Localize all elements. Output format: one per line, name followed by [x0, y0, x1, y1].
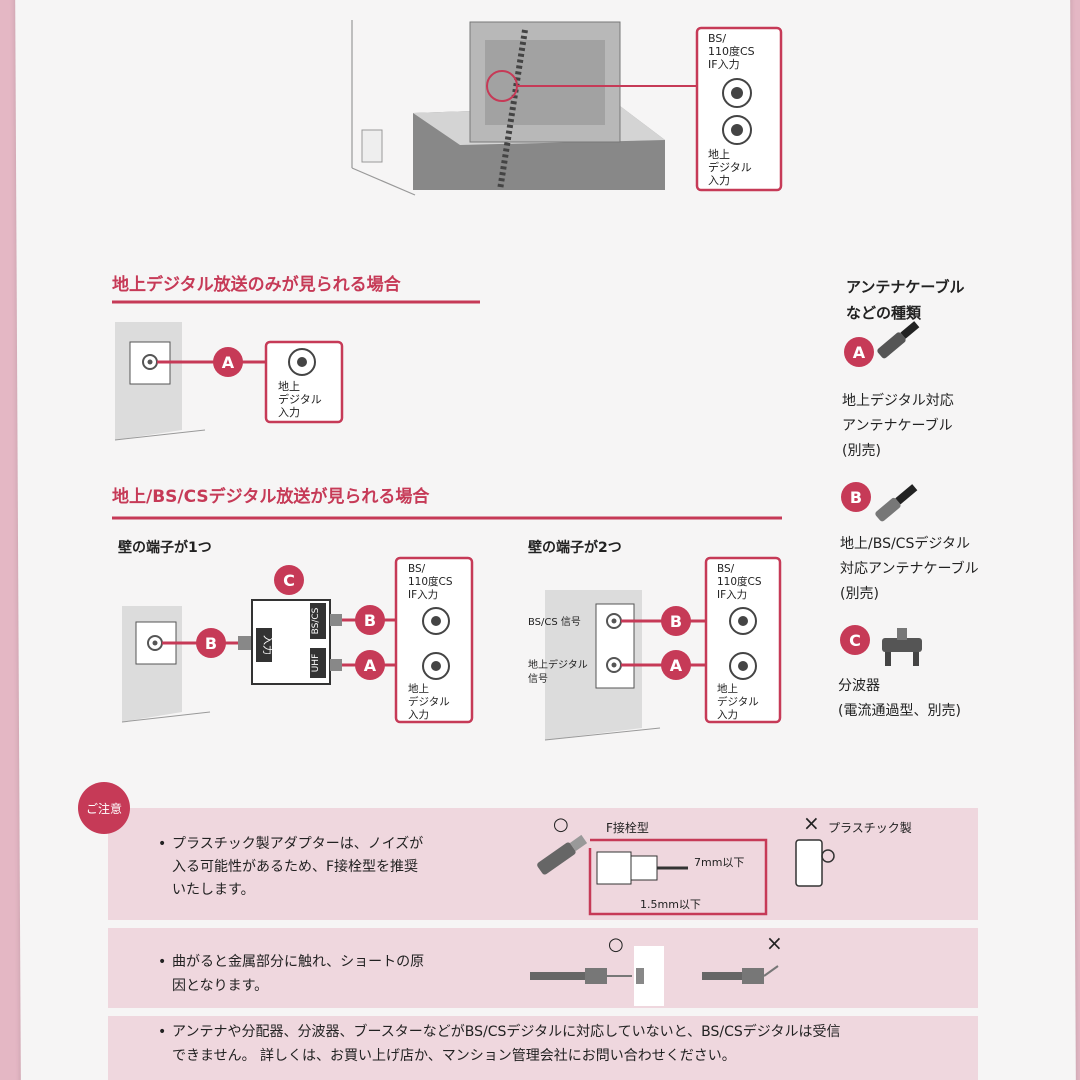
top-bs-label-3: IF入力 — [708, 58, 740, 71]
top-bs-label-2: 110度CS — [708, 44, 755, 58]
plastic-adapter-icon — [795, 839, 823, 887]
top-terr-label-2: デジタル — [708, 160, 752, 174]
cable-a-icon — [877, 321, 920, 359]
bad-mark-1: × — [803, 811, 820, 835]
two-outlet-diagram: BS/CS 信号 地上デジタル 信号 B A BS/ 110度CS IF入力 地… — [528, 556, 782, 741]
s1-terr-label-3: 入力 — [278, 406, 300, 419]
splitter-bs-label: BS/CS — [311, 607, 321, 634]
note3-line-1: アンテナや分配器、分波器、ブースターなどがBS/CSデジタルに対応していないと、… — [172, 1023, 840, 1040]
left-bs-label-3: IF入力 — [408, 588, 438, 601]
f-plug-icon — [537, 834, 588, 875]
notes-section: ご注意 • プラスチック製アダプターは、ノイズが 入る可能性があるため、F接栓型… — [78, 782, 978, 1080]
cable-b-icon — [875, 484, 918, 522]
sidebar-c-letter: C — [849, 631, 861, 650]
bad-mark-2: × — [766, 931, 783, 955]
left-bs-label-2: 110度CS — [408, 575, 453, 588]
left-case-title: 壁の端子が1つ — [118, 539, 212, 556]
right-cable-a: A — [670, 656, 683, 675]
top-bs-label-1: BS/ — [708, 32, 726, 45]
svg-text:•: • — [158, 836, 166, 852]
tv-rear-illustration: BS/ 110度CS IF入力 地上 デジタル 入力 — [351, 20, 783, 196]
section1-title: 地上デジタル放送のみが見られる場合 — [112, 274, 402, 295]
plastic-label: プラスチック製 — [828, 821, 912, 835]
splitter-c-icon — [274, 565, 304, 595]
cable-types-sidebar: アンテナケーブル などの種類 A 地上デジタル対応 アンテナケーブル (別売) … — [838, 278, 979, 719]
left-cable-a: A — [364, 656, 377, 675]
dim-7mm: 7mm以下 — [694, 856, 744, 869]
right-terr-label-2: デジタル — [717, 695, 759, 708]
left-terr-label-3: 入力 — [408, 708, 429, 721]
sidebar-c-line-2: (電流通過型、別売) — [838, 703, 961, 719]
sidebar-b-letter: B — [850, 488, 862, 507]
one-outlet-diagram: B C 入力 BS/CS UHF B A BS/ 110度CS IF入力 地上 … — [121, 556, 474, 724]
splitter-icon — [882, 628, 922, 666]
wall-terr-signal-2: 信号 — [528, 673, 548, 685]
right-cable-b: B — [670, 612, 682, 631]
right-terr-label-3: 入力 — [717, 708, 738, 721]
right-bs-label-3: IF入力 — [717, 588, 747, 601]
section1-cable-a: A — [222, 353, 235, 372]
good-mark-1: ○ — [553, 814, 569, 835]
note2-line-1: 曲がると金属部分に触れ、ショートの原 — [172, 954, 424, 970]
top-terr-label-1: 地上 — [708, 148, 730, 161]
wall-bs-signal: BS/CS 信号 — [528, 616, 581, 628]
note-box-2 — [108, 928, 978, 1008]
note-box-3 — [108, 1016, 978, 1080]
right-bs-label-1: BS/ — [717, 563, 735, 575]
splitter-uhf-label: UHF — [311, 654, 321, 673]
section2-title: 地上/BS/CSデジタル放送が見られる場合 — [112, 486, 430, 507]
top-terr-label-3: 入力 — [708, 174, 730, 187]
sidebar-b-line-3: (別売) — [840, 586, 879, 602]
note3-line-2: できません。 詳しくは、お買い上げ店か、マンション管理会社にお問い合わせください… — [172, 1048, 736, 1064]
sidebar-a-letter: A — [853, 343, 866, 362]
sidebar-c-line-1: 分波器 — [838, 678, 880, 694]
right-terr-label-1: 地上 — [717, 682, 738, 695]
sidebar-a-line-3: (別売) — [842, 443, 881, 459]
f-type-label: F接栓型 — [606, 820, 649, 835]
sidebar-b-line-1: 地上/BS/CSデジタル — [840, 535, 970, 552]
splitter-input-label: 入力 — [261, 635, 274, 655]
bad-plug-icon — [742, 968, 764, 984]
sidebar-a-line-1: 地上デジタル対応 — [842, 392, 954, 409]
s1-terr-label-1: 地上 — [278, 380, 300, 393]
sidebar-b-line-2: 対応アンテナケーブル — [840, 560, 979, 577]
sidebar-heading-1: アンテナケーブル — [846, 278, 965, 296]
left-cable-b: B — [205, 634, 217, 653]
right-bs-label-2: 110度CS — [717, 575, 762, 588]
good-mark-2: ○ — [608, 934, 624, 955]
section1-cable-a-icon — [213, 347, 243, 377]
sidebar-heading-2: などの種類 — [846, 304, 922, 322]
splitter-c: C — [283, 571, 295, 590]
svg-text:•: • — [158, 1024, 166, 1040]
section1-diagram: A 地上 デジタル 入力 — [114, 322, 344, 441]
wall-terr-signal-1: 地上デジタル — [528, 658, 588, 671]
note1-line-1: プラスチック製アダプターは、ノイズが — [172, 836, 423, 852]
left-terr-label-2: デジタル — [408, 695, 450, 708]
svg-text:•: • — [158, 954, 166, 970]
caution-badge-label: ご注意 — [86, 801, 122, 816]
right-case-title: 壁の端子が2つ — [528, 539, 622, 556]
left-bs-label-1: BS/ — [408, 563, 426, 575]
sidebar-a-line-2: アンテナケーブル — [842, 417, 953, 434]
left-terr-label-1: 地上 — [408, 682, 429, 695]
note1-line-2: 入る可能性があるため、F接栓型を推奨 — [172, 858, 418, 875]
s1-terr-label-2: デジタル — [278, 392, 322, 406]
dim-1-5mm: 1.5mm以下 — [640, 898, 701, 911]
note1-line-3: いたします。 — [172, 882, 255, 898]
good-plug-icon — [585, 968, 607, 984]
caution-badge — [78, 782, 130, 834]
left-cable-b2: B — [364, 611, 376, 630]
note2-line-2: 因となります。 — [172, 978, 268, 994]
